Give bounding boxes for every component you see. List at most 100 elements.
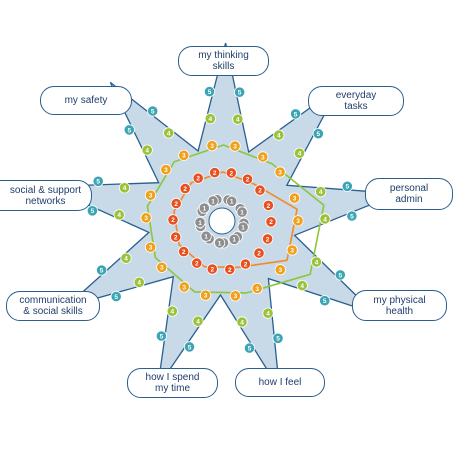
scale-dot-number: 2 bbox=[266, 236, 270, 243]
scale-dot-number: 2 bbox=[269, 219, 273, 226]
scale-dot-number: 5 bbox=[100, 268, 104, 275]
scale-dot-number: 5 bbox=[338, 272, 342, 279]
scale-dot-number: 3 bbox=[255, 286, 259, 293]
label-personal-admin: personal admin bbox=[365, 178, 453, 210]
scale-dot-number: 5 bbox=[276, 336, 280, 343]
scale-dot-level-5 bbox=[319, 295, 331, 307]
scale-dot-number: 3 bbox=[278, 169, 282, 176]
scale-dot-level-2 bbox=[179, 183, 191, 195]
scale-dot-level-1 bbox=[237, 221, 249, 233]
scale-dot-number: 2 bbox=[246, 177, 250, 184]
scale-dot-level-5 bbox=[346, 210, 358, 222]
scale-dot-number: 3 bbox=[296, 218, 300, 225]
scale-dot-number: 2 bbox=[244, 261, 248, 268]
scale-dot-number: 2 bbox=[196, 176, 200, 183]
scale-dot-number: 2 bbox=[182, 249, 186, 256]
scale-dot-number: 5 bbox=[91, 208, 95, 215]
scale-dot-number: 2 bbox=[174, 234, 178, 241]
scale-dot-number: 4 bbox=[277, 133, 281, 140]
scale-dot-level-4 bbox=[293, 147, 306, 159]
scale-dot-level-1 bbox=[194, 216, 206, 228]
scale-dot-number: 2 bbox=[213, 170, 217, 177]
scale-dot-level-3 bbox=[229, 290, 241, 302]
label-my-physical-health: my physical health bbox=[352, 290, 447, 321]
scale-dot-number: 1 bbox=[211, 198, 215, 205]
scale-dot-level-4 bbox=[273, 129, 285, 141]
scale-dot-level-4 bbox=[236, 316, 248, 328]
scale-dot-level-4 bbox=[113, 209, 125, 221]
scale-dot-level-3 bbox=[178, 281, 190, 293]
scale-dot-level-4 bbox=[192, 315, 204, 327]
scale-dot-level-3 bbox=[144, 189, 157, 201]
scale-dot-level-5 bbox=[96, 264, 108, 276]
scale-dot-level-1 bbox=[214, 237, 226, 249]
label-everyday-tasks: everyday tasks bbox=[308, 86, 404, 116]
scale-dot-number: 4 bbox=[240, 319, 244, 326]
scale-dot-level-5 bbox=[312, 128, 324, 140]
scale-dot-level-2 bbox=[167, 214, 179, 226]
label-my-safety: my safety bbox=[40, 86, 132, 115]
scale-dot-number: 3 bbox=[290, 247, 294, 254]
scale-dot-number: 5 bbox=[151, 108, 155, 115]
scale-dot-number: 3 bbox=[160, 265, 164, 272]
scale-dot-number: 4 bbox=[170, 309, 174, 316]
scale-dot-number: 3 bbox=[182, 284, 186, 291]
scale-dot-level-4 bbox=[120, 252, 132, 264]
scale-dot-number: 5 bbox=[316, 131, 320, 138]
scale-dot-level-4 bbox=[118, 182, 131, 194]
label-how-i-feel: how I feel bbox=[235, 368, 325, 397]
scale-dot-number: 2 bbox=[267, 203, 271, 210]
scale-dot-level-5 bbox=[334, 269, 346, 281]
scale-dot-level-1 bbox=[207, 195, 219, 207]
scale-dot-number: 3 bbox=[234, 293, 238, 300]
label-social-support-networks: social & support networks bbox=[0, 180, 92, 211]
scale-dot-level-3 bbox=[288, 192, 301, 204]
scale-dot-number: 5 bbox=[208, 89, 212, 96]
scale-dot-level-5 bbox=[110, 290, 122, 303]
scale-dot-number: 1 bbox=[240, 210, 244, 217]
scale-dot-number: 3 bbox=[164, 167, 168, 174]
scale-dot-number: 4 bbox=[319, 189, 323, 196]
scale-dot-level-3 bbox=[229, 140, 241, 152]
scale-dot-level-5 bbox=[86, 205, 99, 217]
scale-dot-number: 3 bbox=[233, 144, 237, 151]
scale-dot-number: 2 bbox=[171, 217, 175, 224]
scale-dot-number: 2 bbox=[228, 267, 232, 274]
scale-dot-number: 3 bbox=[293, 196, 297, 203]
scale-dot-number: 4 bbox=[323, 216, 327, 223]
scale-dot-level-4 bbox=[262, 307, 274, 319]
scale-dot-level-5 bbox=[147, 105, 159, 117]
scale-dot-level-2 bbox=[254, 184, 266, 196]
scale-dot-number: 4 bbox=[124, 256, 128, 263]
scale-dot-level-4 bbox=[232, 113, 244, 125]
scale-dot-number: 4 bbox=[196, 319, 200, 326]
scale-dot-number: 3 bbox=[149, 245, 153, 252]
scale-dot-number: 5 bbox=[160, 333, 164, 340]
scale-dot-level-1 bbox=[226, 195, 238, 207]
scale-dot-number: 1 bbox=[198, 220, 202, 227]
scale-dot-level-4 bbox=[141, 144, 153, 156]
scale-dot-level-2 bbox=[170, 231, 182, 243]
scale-dot-level-1 bbox=[200, 230, 212, 242]
scale-dot-level-3 bbox=[286, 244, 298, 256]
scale-dot-level-2 bbox=[261, 233, 274, 245]
scale-dot-number: 4 bbox=[123, 185, 127, 192]
scale-dot-level-2 bbox=[241, 173, 254, 185]
scale-dot-level-3 bbox=[257, 151, 269, 163]
scale-dot-number: 5 bbox=[345, 184, 349, 191]
scale-dot-number: 5 bbox=[294, 111, 298, 118]
scale-dot-level-2 bbox=[262, 199, 274, 211]
scale-dot-number: 1 bbox=[230, 199, 234, 206]
scale-dot-level-5 bbox=[155, 330, 167, 342]
scale-dot-level-3 bbox=[140, 212, 152, 224]
star-center-hub bbox=[208, 207, 236, 235]
scale-dot-level-2 bbox=[224, 263, 236, 275]
scale-dot-level-4 bbox=[310, 256, 323, 268]
scale-dot-number: 2 bbox=[174, 201, 178, 208]
scale-dot-level-3 bbox=[200, 289, 212, 301]
scale-dot-number: 3 bbox=[278, 267, 282, 274]
scale-dot-number: 5 bbox=[127, 127, 131, 134]
scale-dot-number: 5 bbox=[114, 294, 118, 301]
label-how-i-spend-my-time: how I spend my time bbox=[127, 368, 218, 398]
